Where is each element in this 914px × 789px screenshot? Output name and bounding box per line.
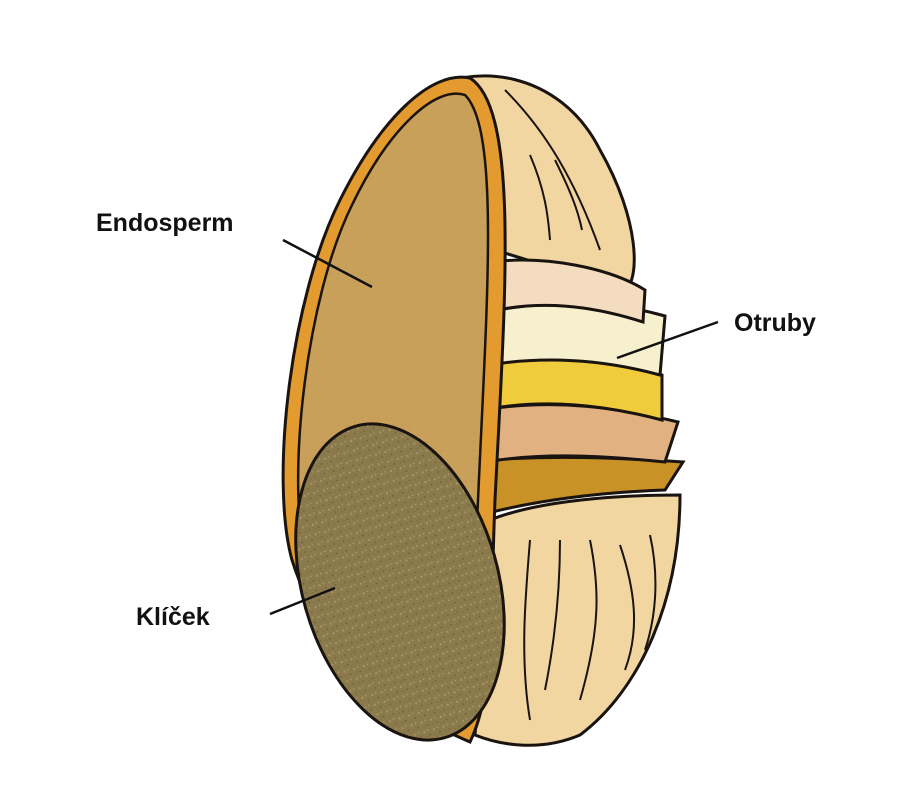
label-endosperm: Endosperm	[96, 209, 234, 238]
label-klicek: Klíček	[136, 603, 210, 632]
label-otruby: Otruby	[734, 309, 816, 338]
lower-shell	[475, 495, 680, 745]
